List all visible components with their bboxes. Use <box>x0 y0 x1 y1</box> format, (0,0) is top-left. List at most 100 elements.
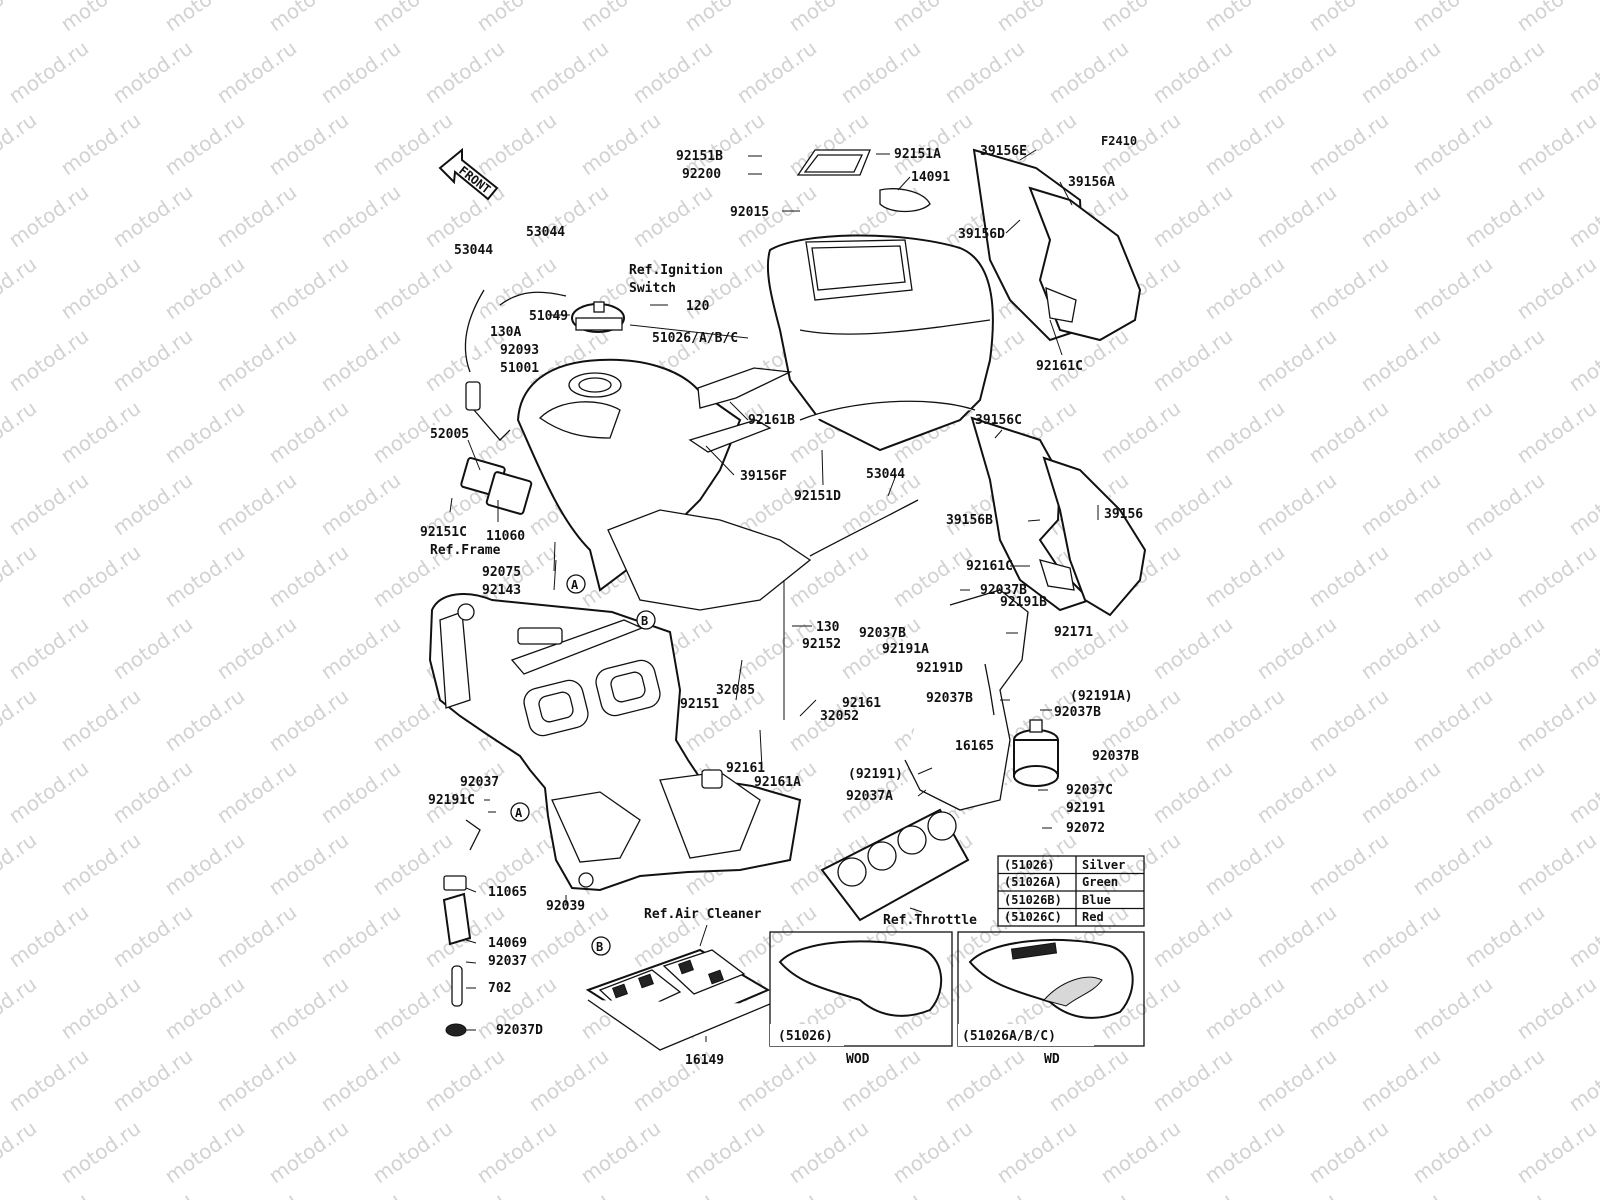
watermark-text: motod.ru <box>1408 396 1497 468</box>
watermark-text: motod.ru <box>1200 252 1289 324</box>
watermark-text: motod.ru <box>1356 36 1445 108</box>
watermark-text: motod.ru <box>1148 1188 1237 1200</box>
watermark-text: motod.ru <box>628 1188 717 1200</box>
watermark-text: motod.ru <box>420 36 509 108</box>
part-label: 92171 <box>1054 625 1093 640</box>
variant-part: (51026) <box>778 1029 833 1044</box>
svg-text:B: B <box>641 614 648 628</box>
watermark-text: motod.ru <box>160 972 249 1044</box>
variant-part: (51026A/B/C) <box>962 1029 1056 1044</box>
watermark-text: motod.ru <box>524 1188 613 1200</box>
part-label: 39156A <box>1068 175 1115 190</box>
part-label: 39156C <box>975 413 1022 428</box>
part-label: 92037B <box>926 691 973 706</box>
side-cover-lower-drawing <box>970 416 1147 617</box>
watermark-text: motod.ru <box>1148 468 1237 540</box>
watermark-text: motod.ru <box>1512 108 1600 180</box>
watermark-text: motod.ru <box>1304 972 1393 1044</box>
watermark-text: motod.ru <box>212 180 301 252</box>
watermark-text: motod.ru <box>1252 468 1341 540</box>
watermark-text: motod.ru <box>264 108 353 180</box>
watermark-text: motod.ru <box>628 180 717 252</box>
part-label: 92039 <box>546 899 585 914</box>
watermark-text: motod.ru <box>0 684 41 756</box>
color-table: (51026) Silver (51026A) Green (51026B) B… <box>997 855 1145 927</box>
watermark-text: motod.ru <box>1564 324 1600 396</box>
watermark-text: motod.ru <box>1356 612 1445 684</box>
svg-text:A: A <box>571 578 579 592</box>
color-table-code: (51026) <box>1004 858 1055 872</box>
watermark-text: motod.ru <box>108 180 197 252</box>
part-label: 92072 <box>1066 821 1105 836</box>
watermark-text: motod.ru <box>264 684 353 756</box>
watermark-text: motod.ru <box>992 0 1081 36</box>
watermark-text: motod.ru <box>1564 36 1600 108</box>
watermark-text: motod.ru <box>1148 36 1237 108</box>
watermark-text: motod.ru <box>1252 612 1341 684</box>
watermark-text: motod.ru <box>4 36 93 108</box>
watermark-text: motod.ru <box>1408 540 1497 612</box>
watermark-text: motod.ru <box>1356 1044 1445 1116</box>
watermark-text: motod.ru <box>264 540 353 612</box>
watermark-text: motod.ru <box>4 900 93 972</box>
watermark-text: motod.ru <box>0 540 41 612</box>
part-label: 16165 <box>955 739 994 754</box>
watermark-text: motod.ru <box>160 0 249 36</box>
watermark-text: motod.ru <box>940 1188 1029 1200</box>
watermark-text: motod.ru <box>1564 468 1600 540</box>
watermark-text: motod.ru <box>836 36 925 108</box>
watermark-text: motod.ru <box>4 756 93 828</box>
part-label: 92151C <box>420 525 467 540</box>
watermark-text: motod.ru <box>108 1188 197 1200</box>
part-label: 92093 <box>500 343 539 358</box>
part-label: 39156E <box>980 144 1027 159</box>
watermark-text: motod.ru <box>0 828 41 900</box>
watermark-text: motod.ru <box>1044 612 1133 684</box>
watermark-text: motod.ru <box>264 972 353 1044</box>
part-label: 92200 <box>682 167 721 182</box>
variant-box-wd: (51026A/B/C) WD <box>957 931 1145 1067</box>
watermark-text: motod.ru <box>732 36 821 108</box>
watermark-text: motod.ru <box>0 972 41 1044</box>
watermark-text: motod.ru <box>1044 36 1133 108</box>
part-label: 92161 <box>842 696 881 711</box>
hose-route-right-drawing <box>904 589 1029 811</box>
watermark-text: motod.ru <box>1252 36 1341 108</box>
part-label: 92161C <box>966 559 1013 574</box>
part-label: (92191A) <box>1070 689 1133 704</box>
watermark-text: motod.ru <box>1304 0 1393 36</box>
color-table-code: (51026A) <box>1004 875 1062 889</box>
watermark-text: motod.ru <box>472 1116 561 1188</box>
watermark-text: motod.ru <box>1564 612 1600 684</box>
watermark-text: motod.ru <box>940 1044 1029 1116</box>
watermark-text: motod.ru <box>1460 468 1549 540</box>
watermark-text: motod.ru <box>1460 180 1549 252</box>
fuel-tank-drawing <box>516 358 812 611</box>
watermark-text: motod.ru <box>1200 0 1289 36</box>
part-label: Ref.Throttle <box>883 913 977 928</box>
watermark-text: motod.ru <box>1304 1116 1393 1188</box>
watermark-text: motod.ru <box>524 1044 613 1116</box>
color-table-color: Red <box>1082 910 1104 924</box>
watermark-text: motod.ru <box>264 252 353 324</box>
watermark-text: motod.ru <box>368 1116 457 1188</box>
color-table-code: (51026B) <box>1004 893 1062 907</box>
watermark-text: motod.ru <box>108 612 197 684</box>
color-table-color: Blue <box>1082 893 1111 907</box>
watermark-text: motod.ru <box>160 1116 249 1188</box>
part-label: 92161 <box>726 761 765 776</box>
watermark-text: motod.ru <box>1304 108 1393 180</box>
watermark-text: motod.ru <box>1408 828 1497 900</box>
color-table-code: (51026C) <box>1004 910 1062 924</box>
watermark-text: motod.ru <box>212 900 301 972</box>
watermark-text: motod.ru <box>1356 900 1445 972</box>
part-label: 51001 <box>500 361 539 376</box>
watermark-text: motod.ru <box>1460 36 1549 108</box>
watermark-text: motod.ru <box>1356 180 1445 252</box>
watermark-text: motod.ru <box>1356 756 1445 828</box>
part-label: 92191A <box>882 642 929 657</box>
watermark-text: motod.ru <box>1304 828 1393 900</box>
callout-a-lower: A <box>510 802 530 822</box>
watermark-text: motod.ru <box>1564 756 1600 828</box>
watermark-text: motod.ru <box>4 324 93 396</box>
